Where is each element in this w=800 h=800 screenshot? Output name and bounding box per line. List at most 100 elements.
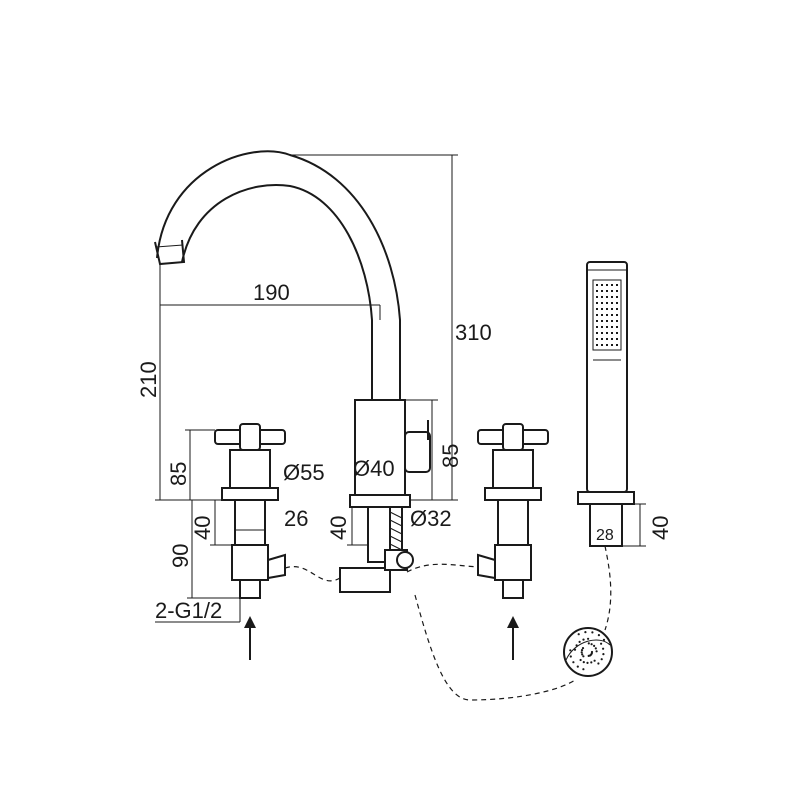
nozzle-dot [616, 326, 618, 328]
ball-dot [581, 653, 584, 656]
shower-head-nozzles [596, 284, 618, 346]
nozzle-dot [601, 308, 603, 310]
nozzle-dot [601, 338, 603, 340]
nozzle-dot [616, 302, 618, 304]
ball-dot [569, 655, 572, 658]
nozzle-dot [606, 314, 608, 316]
ball-dot [597, 634, 601, 637]
dim-hole-diameter: Ø32 [410, 506, 452, 531]
nozzle-dot [611, 302, 613, 304]
nozzle-dot [601, 326, 603, 328]
shower-hose-lower [414, 594, 576, 701]
dim-handle-diameter: Ø55 [283, 460, 325, 485]
nozzle-dot [606, 320, 608, 322]
dim-spout-height: 210 [136, 361, 161, 398]
ball-dot [584, 631, 587, 634]
dim-handshower-base-height: 40 [648, 516, 673, 540]
right-valve [477, 423, 549, 599]
nozzle-dot [611, 290, 613, 292]
nozzle-dot [601, 296, 603, 298]
nozzle-dot [616, 314, 618, 316]
ball-dot [594, 647, 597, 650]
nozzle-dot [606, 302, 608, 304]
ball-dot [587, 654, 590, 658]
left-valve [214, 423, 286, 599]
ball-dot [590, 643, 593, 646]
nozzle-dot [616, 308, 618, 310]
ball-dot [586, 661, 589, 665]
ball-dot [582, 661, 585, 664]
nozzle-dot [601, 344, 603, 346]
ball-dot [578, 640, 581, 644]
nozzle-dot [606, 308, 608, 310]
dim-inlet-thread: 2-G1/2 [155, 598, 222, 623]
ball-dot [582, 668, 585, 671]
nozzle-dot [611, 284, 613, 286]
ball-dot [602, 653, 605, 656]
nozzle-dot [596, 326, 598, 328]
nozzle-dot [601, 314, 603, 316]
nozzle-dot [596, 320, 598, 322]
nozzle-dot [611, 296, 613, 298]
ball-dot [597, 662, 600, 665]
nozzle-dot [611, 314, 613, 316]
nozzle-dot [611, 320, 613, 322]
nozzle-dot [601, 332, 603, 334]
dim-spout-base-height: 40 [326, 516, 351, 540]
nozzle-dot [616, 284, 618, 286]
ball-dot [602, 638, 606, 642]
ball-dot [600, 642, 603, 645]
shower-head-icon [563, 627, 613, 677]
nozzle-dot [596, 302, 598, 304]
nozzle-dot [601, 302, 603, 304]
nozzle-dot [596, 332, 598, 334]
nozzle-dot [611, 308, 613, 310]
nozzle-dot [611, 338, 613, 340]
nozzle-dot [611, 332, 613, 334]
dim-valve-body-width: 26 [284, 506, 308, 531]
ball-dot [587, 637, 590, 640]
ball-dot [580, 651, 583, 654]
ball-dot [573, 648, 577, 651]
hand-shower [563, 261, 635, 677]
dim-spout-body-height: 85 [438, 444, 463, 468]
nozzle-dot [596, 290, 598, 292]
ball-dot [572, 661, 575, 664]
nozzle-dot [606, 338, 608, 340]
arrow-up-icon [507, 616, 519, 660]
nozzle-dot [606, 344, 608, 346]
ball-dot [593, 659, 596, 662]
ball-dot [602, 647, 605, 650]
dim-spout-reach: 190 [253, 280, 290, 305]
ball-dot [590, 661, 593, 664]
ball-dot [587, 642, 590, 645]
spout [154, 150, 431, 593]
nozzle-dot [616, 344, 618, 346]
ball-dot [591, 631, 594, 634]
ball-dot [582, 655, 585, 658]
dim-valve-base-height: 40 [190, 516, 215, 540]
dimension-lines [155, 154, 646, 623]
nozzle-dot [616, 296, 618, 298]
ball-dot [581, 647, 585, 650]
nozzle-dot [616, 290, 618, 292]
nozzle-dot [596, 314, 598, 316]
dim-valve-total-height: 90 [168, 544, 193, 568]
nozzle-dot [606, 332, 608, 334]
nozzle-dot [601, 290, 603, 292]
dim-handshower-base-width: 28 [596, 527, 614, 544]
nozzle-dot [596, 296, 598, 298]
ball-dot [580, 649, 584, 652]
ball-dot [569, 649, 572, 652]
nozzle-dot [611, 326, 613, 328]
nozzle-dot [606, 326, 608, 328]
nozzle-dot [606, 296, 608, 298]
nozzle-dot [596, 338, 598, 340]
dim-total-height: 310 [455, 320, 492, 345]
ball-dot [579, 658, 582, 662]
dim-spout-diameter: Ø40 [353, 456, 395, 481]
ball-dot [576, 665, 579, 668]
nozzle-dot [596, 344, 598, 346]
nozzle-dot [596, 284, 598, 286]
